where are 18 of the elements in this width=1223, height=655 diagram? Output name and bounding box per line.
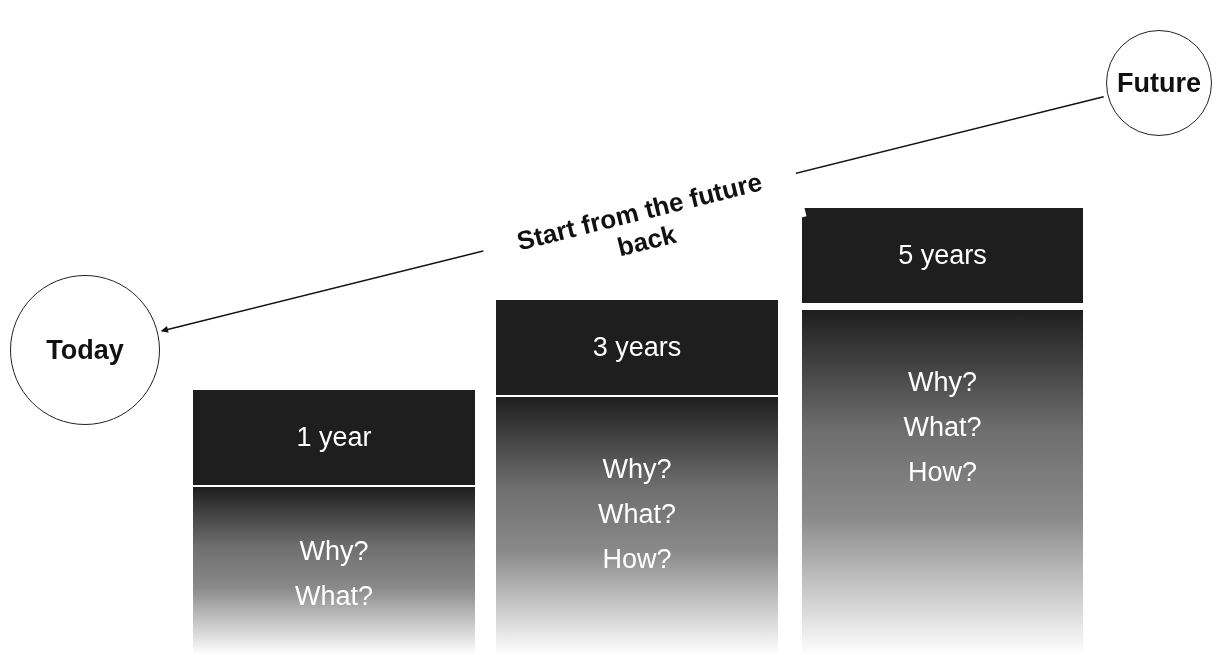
node-text: Future [1117,67,1201,99]
question-panel [193,487,475,655]
node-text: Today [46,334,124,366]
node-text: How? [602,543,672,576]
timeframe-header [193,390,475,485]
node-text: Why? [299,535,369,568]
node-text: 3 years [592,332,682,363]
node-text: What? [294,580,373,613]
node-text: 1 year [296,422,372,453]
timeframe-header [496,300,778,395]
node-text: Why? [908,366,977,399]
question-panel [496,397,778,655]
node-text: What? [903,411,982,444]
node-text: Why? [602,453,672,486]
node-text: What? [597,498,676,531]
node-text: 5 years [898,240,987,271]
node-text: How? [908,456,977,489]
timeframe-header [802,208,1083,303]
